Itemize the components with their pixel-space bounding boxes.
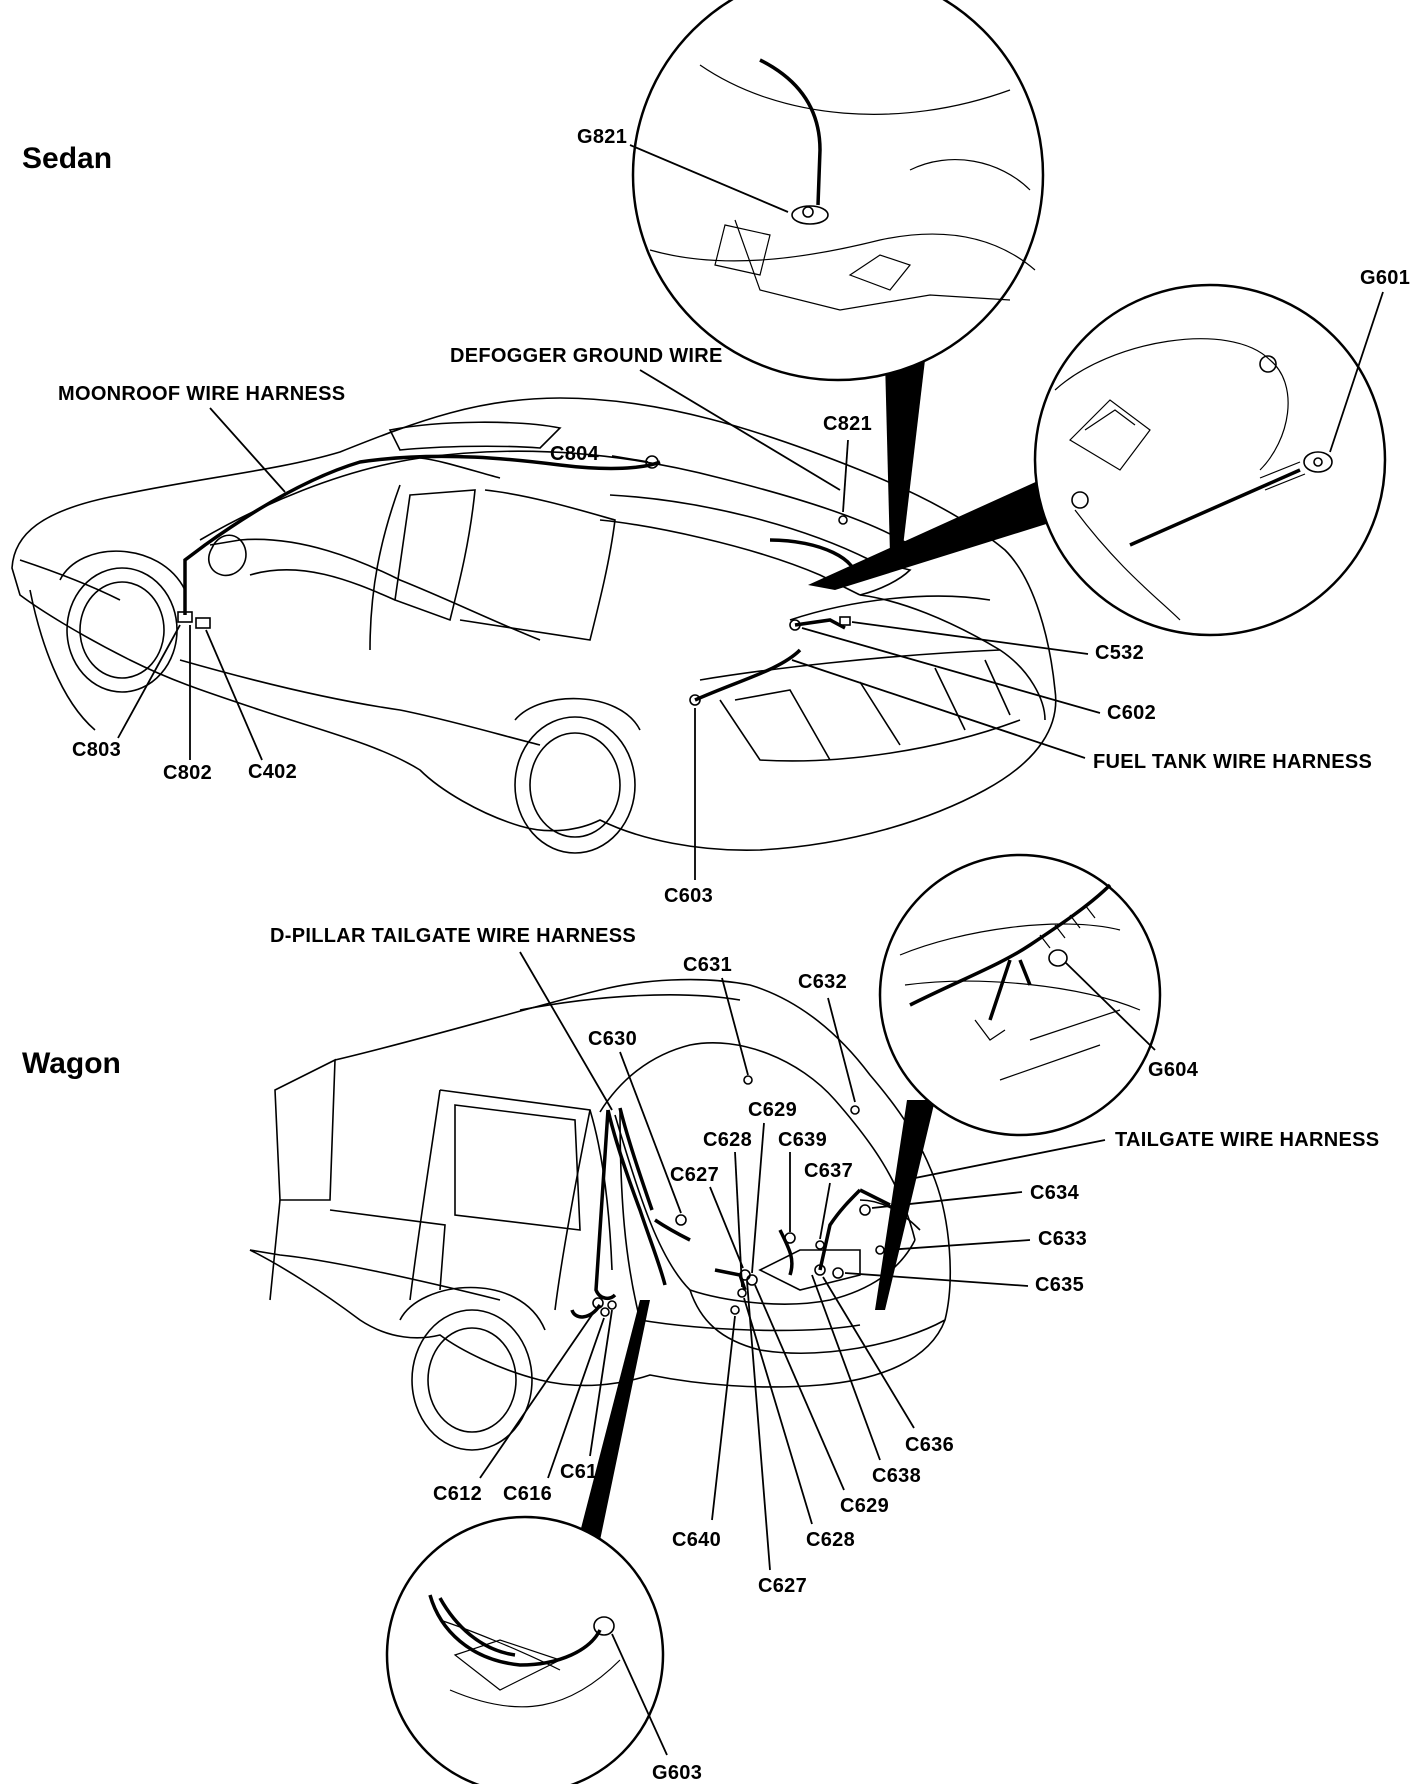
detail-circle-g603 (385, 1300, 665, 1784)
label-tailgate-wire-harness: TAILGATE WIRE HARNESS (1115, 1129, 1379, 1151)
label-c632: C632 (798, 971, 847, 993)
label-c629-top: C629 (748, 1099, 797, 1121)
connector-c637-shape (815, 1240, 825, 1250)
connector-c628-shape (737, 1288, 747, 1298)
label-c821: C821 (823, 413, 872, 435)
label-c803: C803 (72, 739, 121, 761)
label-c640: C640 (672, 1529, 721, 1551)
label-c627-top: C627 (670, 1164, 719, 1186)
label-c617: C617 (560, 1461, 609, 1483)
wagon-wiring (570, 1075, 891, 1319)
label-g604: G604 (1148, 1059, 1199, 1081)
connector-c616-shape (600, 1307, 610, 1317)
connector-c640-shape (730, 1305, 740, 1315)
connector-c630-shape (675, 1214, 687, 1226)
connector-c632-shape (850, 1105, 860, 1115)
connector-c803-shape (177, 611, 193, 623)
label-c639: C639 (778, 1129, 827, 1151)
label-c603: C603 (664, 885, 713, 907)
label-g603: G603 (652, 1762, 702, 1784)
label-c602: C602 (1107, 702, 1156, 724)
connector-c634-shape (859, 1204, 871, 1216)
connector-c603-shape (689, 694, 701, 706)
label-c402: C402 (248, 761, 297, 783)
label-defogger-ground-wire: DEFOGGER GROUND WIRE (450, 345, 723, 367)
label-c633: C633 (1038, 1228, 1087, 1250)
label-c630: C630 (588, 1028, 637, 1050)
label-c636: C636 (905, 1434, 954, 1456)
sedan-car-illustration (11, 397, 1057, 854)
connector-c633-shape (875, 1245, 885, 1255)
label-c634: C634 (1030, 1182, 1080, 1204)
label-d-pillar-tailgate-wire-harness: D-PILLAR TAILGATE WIRE HARNESS (270, 925, 636, 947)
label-g821: G821 (577, 126, 627, 148)
label-c532: C532 (1095, 642, 1144, 664)
sedan-wiring (177, 454, 858, 706)
label-c637: C637 (804, 1160, 853, 1182)
connector-c631-shape (743, 1075, 753, 1085)
label-g601: G601 (1360, 267, 1410, 289)
label-c802: C802 (163, 762, 212, 784)
wagon-heading: Wagon (22, 1047, 121, 1080)
connector-c635-shape (832, 1267, 844, 1279)
connector-c802-shape (195, 617, 211, 629)
label-c628-bot: C628 (806, 1529, 855, 1551)
label-c627-bot: C627 (758, 1575, 807, 1597)
detail-circle-g821 (631, 0, 1045, 555)
connector-c532-shape (839, 616, 851, 626)
label-c638: C638 (872, 1465, 921, 1487)
connector-c617-shape (607, 1300, 617, 1310)
connector-c602-shape (789, 619, 801, 631)
label-moonroof-wire-harness: MOONROOF WIRE HARNESS (58, 383, 345, 405)
label-c628-top: C628 (703, 1129, 752, 1151)
connector-c639-shape (784, 1232, 796, 1244)
label-c612: C612 (433, 1483, 482, 1505)
connector-c636-shape (814, 1264, 826, 1276)
connector-c612-shape (592, 1297, 604, 1309)
label-c635: C635 (1035, 1274, 1084, 1296)
label-fuel-tank-wire-harness: FUEL TANK WIRE HARNESS (1093, 751, 1372, 773)
label-c616: C616 (503, 1483, 552, 1505)
sedan-heading: Sedan (22, 142, 112, 175)
label-c631: C631 (683, 954, 732, 976)
connector-c629-shape (746, 1274, 758, 1286)
label-c629-bot: C629 (840, 1495, 889, 1517)
label-c804: C804 (550, 443, 600, 465)
detail-circle-g601 (808, 283, 1387, 637)
connector-c821-shape (838, 515, 848, 525)
